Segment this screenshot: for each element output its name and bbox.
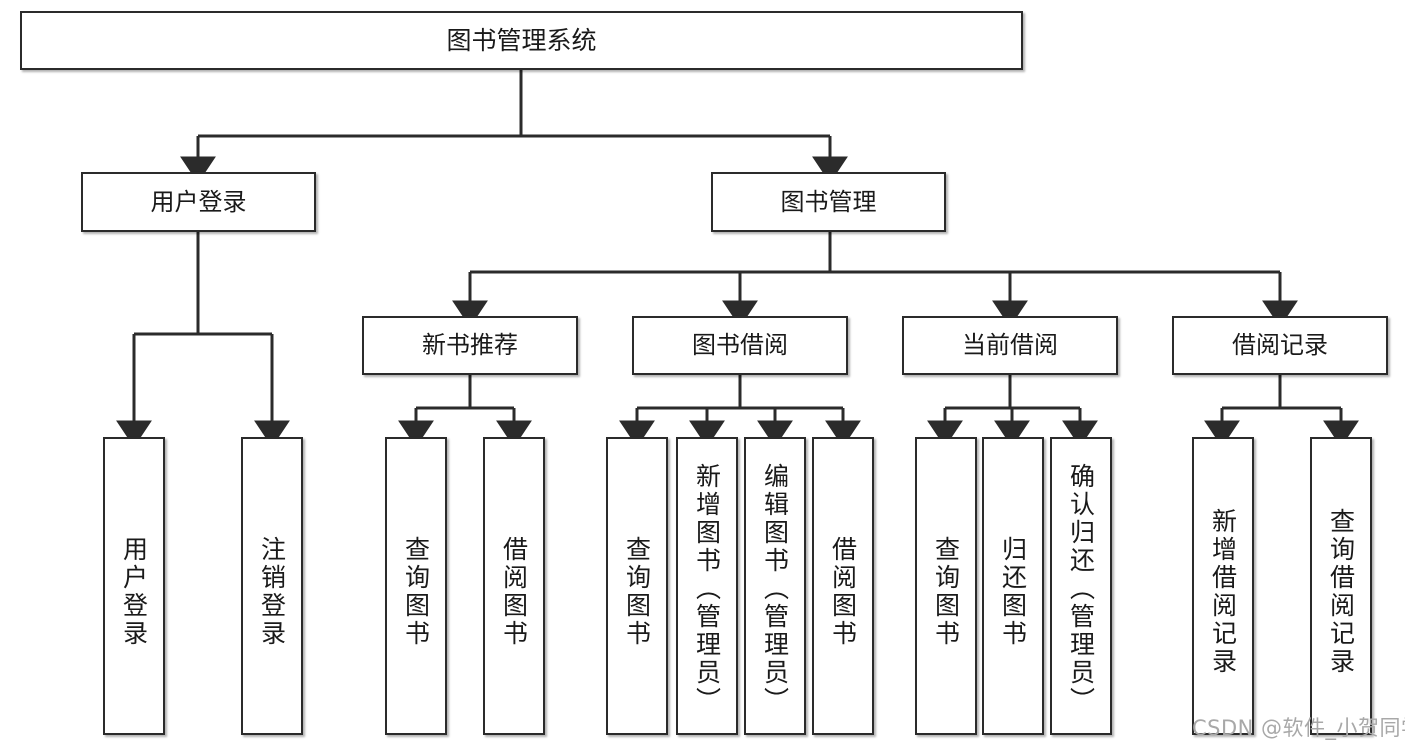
leaf-user-login-1-label: 用户登录 <box>119 536 149 648</box>
node-user-login[interactable]: 用户登录 <box>81 172 316 232</box>
leaf-borrow-record-2-label: 查询借阅记录 <box>1326 508 1356 676</box>
leaf-current-borrow-1-label: 查询图书 <box>931 536 961 648</box>
leaf-current-borrow-2-label: 归还图书 <box>998 536 1028 648</box>
leaf-book-borrow-3-label: 编辑图书（管理员） <box>760 463 790 715</box>
leaf-borrow-record-1-label: 新增借阅记录 <box>1208 508 1238 676</box>
node-new-book-recommend[interactable]: 新书推荐 <box>362 316 578 375</box>
node-borrow-record-label: 借阅记录 <box>1232 331 1328 360</box>
node-user-login-label: 用户登录 <box>150 187 247 216</box>
leaf-current-borrow-1[interactable]: 查询图书 <box>915 437 977 735</box>
leaf-new-book-2[interactable]: 借阅图书 <box>483 437 545 735</box>
leaf-borrow-record-1[interactable]: 新增借阅记录 <box>1192 437 1254 735</box>
leaf-user-login-2-label: 注销登录 <box>257 536 287 648</box>
node-book-borrow[interactable]: 图书借阅 <box>632 316 848 375</box>
leaf-book-borrow-1-label: 查询图书 <box>622 536 652 648</box>
leaf-new-book-1[interactable]: 查询图书 <box>385 437 447 735</box>
leaf-book-borrow-2-label: 新增图书（管理员） <box>692 463 722 715</box>
leaf-book-borrow-4[interactable]: 借阅图书 <box>812 437 874 735</box>
leaf-book-borrow-4-label: 借阅图书 <box>828 536 858 648</box>
node-root[interactable]: 图书管理系统 <box>20 11 1023 70</box>
leaf-new-book-1-label: 查询图书 <box>401 536 431 648</box>
leaf-book-borrow-1[interactable]: 查询图书 <box>606 437 668 735</box>
leaf-book-borrow-2[interactable]: 新增图书（管理员） <box>676 437 738 735</box>
leaf-current-borrow-3[interactable]: 确认归还（管理员） <box>1050 437 1112 735</box>
leaf-current-borrow-2[interactable]: 归还图书 <box>982 437 1044 735</box>
node-new-book-recommend-label: 新书推荐 <box>422 331 518 360</box>
node-book-manage-label: 图书管理 <box>780 187 877 216</box>
leaf-current-borrow-3-label: 确认归还（管理员） <box>1066 463 1096 715</box>
leaf-new-book-2-label: 借阅图书 <box>499 536 529 648</box>
watermark-text: CSDN @软件_小贺同学 <box>1192 716 1405 740</box>
node-book-manage[interactable]: 图书管理 <box>711 172 946 232</box>
leaf-user-login-1[interactable]: 用户登录 <box>103 437 165 735</box>
leaf-book-borrow-3[interactable]: 编辑图书（管理员） <box>744 437 806 735</box>
leaf-user-login-2[interactable]: 注销登录 <box>241 437 303 735</box>
node-book-borrow-label: 图书借阅 <box>692 331 788 360</box>
node-current-borrow-label: 当前借阅 <box>962 331 1058 360</box>
node-root-label: 图书管理系统 <box>446 25 597 55</box>
leaf-borrow-record-2[interactable]: 查询借阅记录 <box>1310 437 1372 735</box>
node-current-borrow[interactable]: 当前借阅 <box>902 316 1118 375</box>
node-borrow-record[interactable]: 借阅记录 <box>1172 316 1388 375</box>
